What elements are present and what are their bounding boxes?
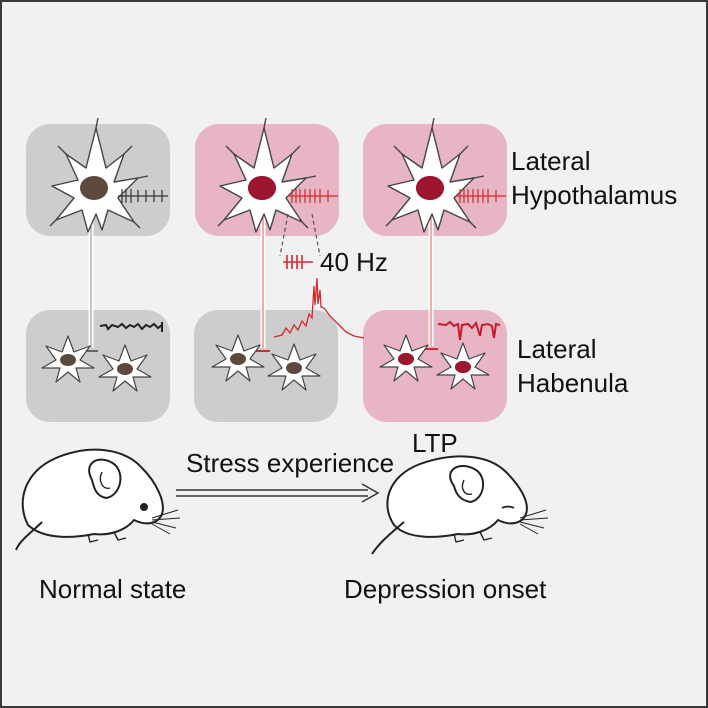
stress-label: Stress experience [186,448,395,478]
frequency-label: 40 Hz [320,247,388,277]
stress-arrow [176,483,380,503]
lhb-box-stimulated [194,310,338,422]
spike-train-depression [456,189,506,203]
lhb-label-line2: Habenula [517,368,629,398]
nucleus-depression [416,176,444,200]
lh-label-line1: Lateral [511,146,591,176]
lhb-trace-depression [437,320,501,341]
axon-depression [424,217,438,350]
lhb-nucleus-2-depression [455,361,471,373]
nucleus-stimulated [248,176,276,200]
burst-inset [283,255,313,269]
lhb-box-control [26,310,170,422]
lhb-box-depression [363,310,507,422]
lh-label-line2: Hypothalamus [511,180,678,210]
lhb-label-line1: Lateral [517,334,597,364]
zoom-lines [279,213,321,257]
spike-train-stimulated [288,189,338,203]
spike-train-control [118,189,168,203]
axon-stimulated [256,217,270,352]
mouse-normal [15,448,181,551]
ltp-label: LTP [412,428,458,458]
depression-onset-label: Depression onset [344,574,547,604]
normal-state-label: Normal state [39,574,187,604]
mouse-depressed [371,455,549,555]
lhb-trace-control [99,322,163,332]
lhb-nucleus-1-depression [398,353,414,365]
epsp-trace [273,277,365,339]
